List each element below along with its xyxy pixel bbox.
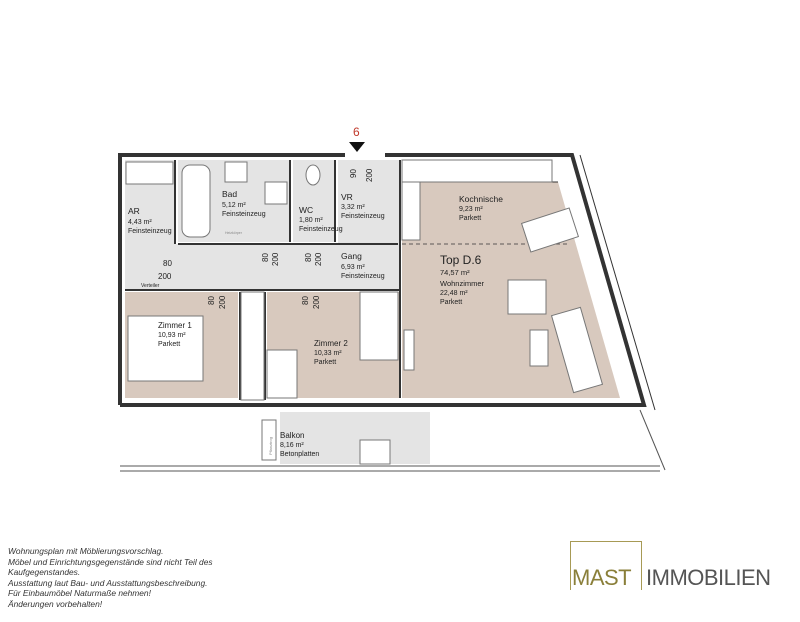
svg-text:200: 200 — [271, 252, 280, 266]
bed-2 — [359, 291, 399, 361]
room-label-zimmer1: Zimmer 1 10,93 m² Parkett — [158, 321, 192, 348]
footer-note: Änderungen vorbehalten! — [8, 598, 103, 609]
door-dimensions: 80 200 80 200 80 200 90 200 80 200 80 20… — [158, 168, 374, 309]
svg-text:10,93 m²: 10,93 m² — [158, 332, 186, 339]
svg-text:WC: WC — [299, 205, 313, 215]
svg-text:Wohnzimmer: Wohnzimmer — [440, 279, 485, 288]
svg-text:Feinsteinzeug: Feinsteinzeug — [299, 226, 343, 233]
walls — [118, 153, 656, 411]
footer-note: Ausstattung laut Bau- und Ausstattungsbe… — [8, 577, 208, 588]
entrance-arrow-icon — [349, 142, 365, 152]
svg-text:Gang: Gang — [341, 251, 362, 261]
vr-floor — [338, 160, 400, 244]
svg-text:9,23 m²: 9,23 m² — [459, 206, 483, 213]
washing-machine — [264, 181, 288, 205]
footer-note: Wohnungsplan mit Möblierungsvorschlag. — [8, 546, 164, 556]
room-label-zimmer2: Zimmer 2 10,33 m² Parkett — [314, 339, 348, 366]
svg-text:Zimmer 1: Zimmer 1 — [158, 321, 192, 330]
svg-text:Balkon: Balkon — [280, 431, 304, 440]
svg-text:200: 200 — [365, 168, 374, 182]
room-label-wohnzimmer: Wohnzimmer 22,48 m² Parkett — [440, 279, 485, 306]
room-label-ar: AR 4,43 m² Feinsteinzeug — [128, 206, 172, 235]
footer-note: Kaufgegenstandes. — [8, 567, 81, 578]
room-label-kochnische: Kochnische 9,23 m² Parkett — [459, 194, 503, 222]
svg-text:Zimmer 2: Zimmer 2 — [314, 339, 348, 348]
svg-text:Bad: Bad — [222, 189, 237, 199]
svg-text:22,48 m²: 22,48 m² — [440, 290, 468, 297]
footer-note: Möbel und Einrichtungsgegenstände sind n… — [8, 556, 213, 567]
kitchen-side — [401, 181, 421, 241]
svg-text:80: 80 — [207, 296, 216, 305]
verteiler-label: Verteiler — [141, 283, 160, 289]
ar-shelf — [125, 161, 174, 185]
coffee-table — [529, 329, 549, 367]
svg-text:80: 80 — [301, 296, 310, 305]
svg-text:Parkett: Parkett — [314, 359, 336, 366]
svg-text:90: 90 — [349, 169, 358, 178]
balkon-floor — [280, 412, 430, 464]
svg-text:Kochnische: Kochnische — [459, 194, 503, 204]
tv-unit — [403, 329, 415, 371]
svg-text:Feinsteinzeug: Feinsteinzeug — [222, 211, 266, 218]
svg-text:200: 200 — [218, 295, 227, 309]
svg-text:3,32 m²: 3,32 m² — [341, 204, 365, 211]
kitchen-counter — [401, 159, 553, 183]
svg-text:200: 200 — [312, 295, 321, 309]
svg-text:Parkett: Parkett — [440, 299, 462, 306]
balcony-table — [359, 439, 391, 465]
svg-text:8,16 m²: 8,16 m² — [280, 442, 304, 449]
svg-text:Parkett: Parkett — [158, 341, 180, 348]
entrance-number: 6 — [353, 125, 360, 139]
svg-text:6,93 m²: 6,93 m² — [341, 264, 365, 271]
footer-note: Für Einbaumöbel Naturmaße nehmen! — [8, 588, 151, 599]
svg-text:80: 80 — [163, 259, 172, 268]
room-label-gang: Gang 6,93 m² Feinsteinzeug — [341, 251, 385, 280]
logo-frame — [570, 541, 642, 590]
sink — [224, 161, 248, 183]
wardrobe-1 — [240, 291, 265, 401]
balcony-rail — [120, 409, 666, 472]
heizkoerper-label: Heizkörper — [225, 231, 243, 235]
logo-immobilien: IMMOBILIEN — [646, 565, 771, 590]
room-label-bad: Bad 5,12 m² Feinsteinzeug — [222, 189, 266, 218]
svg-text:Betonplatten: Betonplatten — [280, 451, 319, 458]
bed-1 — [127, 315, 204, 382]
svg-text:80: 80 — [304, 253, 313, 262]
svg-text:200: 200 — [314, 252, 323, 266]
svg-text:74,57 m²: 74,57 m² — [440, 268, 470, 277]
svg-text:Top D.6: Top D.6 — [440, 253, 482, 267]
svg-text:200: 200 — [158, 272, 172, 281]
svg-text:Feinsteinzeug: Feinsteinzeug — [341, 273, 385, 280]
svg-text:AR: AR — [128, 206, 140, 216]
sofa — [550, 306, 604, 394]
room-label-wc: WC 1,80 m² Feinsteinzeug — [299, 205, 343, 233]
desk-2 — [266, 349, 298, 399]
svg-text:80: 80 — [261, 253, 270, 262]
furniture — [125, 159, 604, 465]
svg-text:Feinsteinzeug: Feinsteinzeug — [128, 228, 172, 235]
room-label-vr: VR 3,32 m² Feinsteinzeug — [341, 192, 385, 220]
planter — [261, 419, 277, 461]
svg-text:Feinsteinzeug: Feinsteinzeug — [341, 213, 385, 220]
room-label-balkon: Balkon 8,16 m² Betonplatten — [280, 431, 319, 458]
svg-text:1,80 m²: 1,80 m² — [299, 217, 323, 224]
apartment-label: Top D.6 74,57 m² — [440, 253, 482, 277]
logo-mast: MAST — [572, 565, 634, 591]
armchair — [507, 279, 547, 315]
svg-text:5,12 m²: 5,12 m² — [222, 202, 246, 209]
svg-text:4,43 m²: 4,43 m² — [128, 219, 152, 226]
dining-table — [520, 207, 580, 253]
toilet — [305, 164, 321, 186]
svg-text:VR: VR — [341, 192, 353, 202]
svg-text:Parkett: Parkett — [459, 215, 481, 222]
brand-logo: MAST IMMOBILIEN — [570, 541, 800, 591]
footer-notes: Wohnungsplan mit Möblierungsvorschlag. M… — [8, 546, 213, 610]
pflanztrog-label: Pflanztrog — [268, 437, 273, 455]
svg-text:10,33 m²: 10,33 m² — [314, 350, 342, 357]
bathtub — [181, 164, 211, 238]
